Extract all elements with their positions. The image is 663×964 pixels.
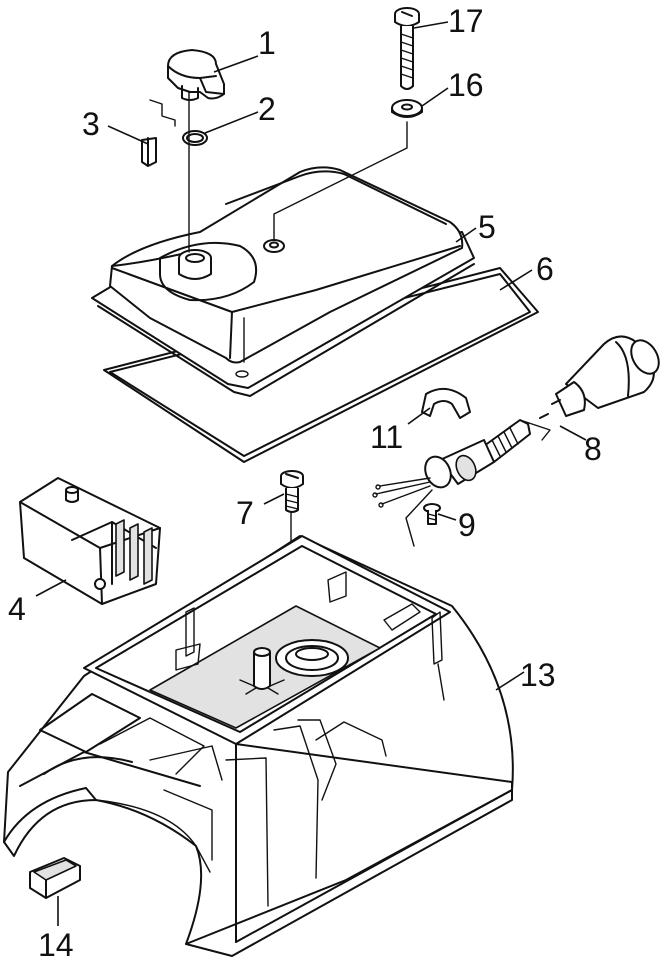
part-13-housing [3,535,514,957]
part-4-switch-module [19,477,161,605]
part-7-screw [280,470,304,513]
callout-2: 2 [258,91,276,127]
part-11-cable-clamp [421,387,471,419]
part-8-power-cord [372,335,660,547]
callout-17: 17 [448,3,484,39]
callout-13: 13 [520,657,556,693]
part-16-washer [391,99,423,118]
callout-1: 1 [258,25,276,61]
leader-lines [35,21,587,926]
callout-5: 5 [478,209,496,245]
callout-9: 9 [458,507,476,543]
callout-8: 8 [584,431,602,467]
callout-6: 6 [536,251,554,287]
callout-3: 3 [82,106,100,142]
callout-14: 14 [38,927,74,963]
part-17-long-screw [394,7,420,90]
callout-4: 4 [8,591,26,627]
part-9-small-screw [423,503,441,525]
part-3-clip [141,99,176,167]
callout-7: 7 [236,495,254,531]
part-1-knob [167,49,225,101]
part-14-pad [29,857,81,899]
callout-11: 11 [370,419,403,455]
part-2-o-ring [182,130,208,146]
part-5-cover [91,166,475,397]
callout-16: 16 [448,67,484,103]
callout-labels: 1 2 3 4 5 6 7 8 9 11 13 14 16 17 [8,3,602,963]
